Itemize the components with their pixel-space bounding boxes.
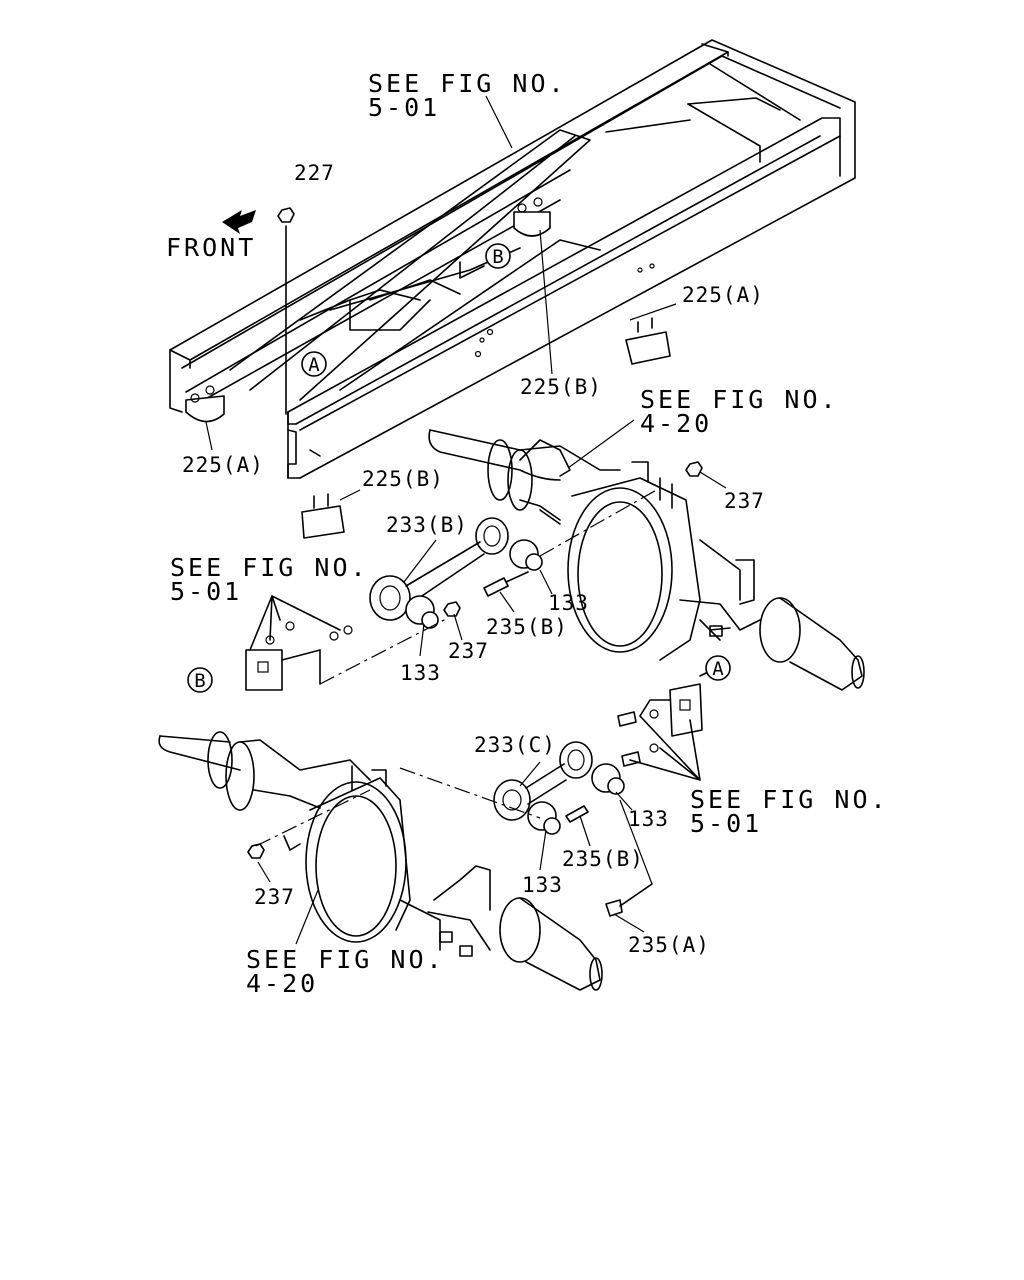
bolt-235a xyxy=(605,799,653,917)
bushing-133-lower-left xyxy=(527,801,561,835)
bushing-133-upper-left xyxy=(405,595,439,629)
torque-rod-233c xyxy=(493,741,593,821)
callout-frame-top-line1: SEE FIG NO. xyxy=(368,69,567,98)
bumper-225a-left xyxy=(185,385,225,423)
svg-text:A: A xyxy=(308,354,320,376)
label-225b-lower: 225(B) xyxy=(362,467,444,491)
bumper-225b-top xyxy=(513,197,551,237)
bumper-225b-lower xyxy=(301,493,345,539)
front-direction-arrow-icon xyxy=(222,210,256,234)
label-133-lower-left: 133 xyxy=(522,873,563,897)
rear-axle-lower xyxy=(158,731,603,991)
frame-bracket-b xyxy=(245,595,353,691)
label-133-lower-right: 133 xyxy=(628,807,669,831)
marker-b-frame: B xyxy=(485,243,511,269)
label-225a-left: 225(A) xyxy=(182,453,264,477)
callout-axle-upper-line1: SEE FIG NO. xyxy=(640,385,839,414)
chassis-frame xyxy=(169,39,856,479)
label-237-lower: 237 xyxy=(254,885,295,909)
svg-text:B: B xyxy=(492,246,503,268)
label-227: 227 xyxy=(294,161,335,185)
bolt-235b-upper xyxy=(483,571,529,597)
label-235b-upper: 235(B) xyxy=(486,615,568,639)
frame-bracket-a xyxy=(617,667,717,781)
nut-227 xyxy=(277,207,295,415)
label-133-upper-right: 133 xyxy=(548,591,589,615)
label-225a-right: 225(A) xyxy=(682,283,764,307)
label-225b-top: 225(B) xyxy=(520,375,602,399)
callout-frame-right-line1: SEE FIG NO. xyxy=(690,785,889,814)
bushing-133-lower-right xyxy=(591,763,625,795)
marker-a-bracket: A xyxy=(705,655,731,681)
front-label: FRONT xyxy=(166,233,256,262)
callout-frame-left-line1: SEE FIG NO. xyxy=(170,553,369,582)
marker-b-bracket: B xyxy=(187,667,213,693)
label-233c: 233(C) xyxy=(474,733,556,757)
label-133-upper-left: 133 xyxy=(400,661,441,685)
svg-text:A: A xyxy=(712,658,724,680)
callout-axle-lower-line2: 4-20 xyxy=(246,969,318,998)
nut-237-lower xyxy=(247,843,265,859)
bushing-133-upper-right xyxy=(509,539,543,571)
rear-axle-upper xyxy=(428,429,865,691)
leader-lines xyxy=(205,95,727,945)
nut-237-upper-mid xyxy=(443,601,461,617)
callout-frame-left-line2: 5-01 xyxy=(170,577,242,606)
label-233b: 233(B) xyxy=(386,513,468,537)
marker-a-frame: A xyxy=(301,351,327,377)
label-235b-lower: 235(B) xyxy=(562,847,644,871)
torque-rod-233b xyxy=(369,517,509,621)
callout-axle-lower-line1: SEE FIG NO. xyxy=(246,945,445,974)
svg-text:B: B xyxy=(194,670,205,692)
callout-frame-right-line2: 5-01 xyxy=(690,809,762,838)
label-235a: 235(A) xyxy=(628,933,710,957)
label-237-upper-right: 237 xyxy=(724,489,765,513)
nut-237-upper-right xyxy=(685,461,703,477)
label-237-upper-mid: 237 xyxy=(448,639,489,663)
bumper-225a-right xyxy=(625,317,671,365)
callout-frame-top-line2: 5-01 xyxy=(368,93,440,122)
callout-axle-upper-line2: 4-20 xyxy=(640,409,712,438)
bolt-235b-lower xyxy=(565,805,589,823)
